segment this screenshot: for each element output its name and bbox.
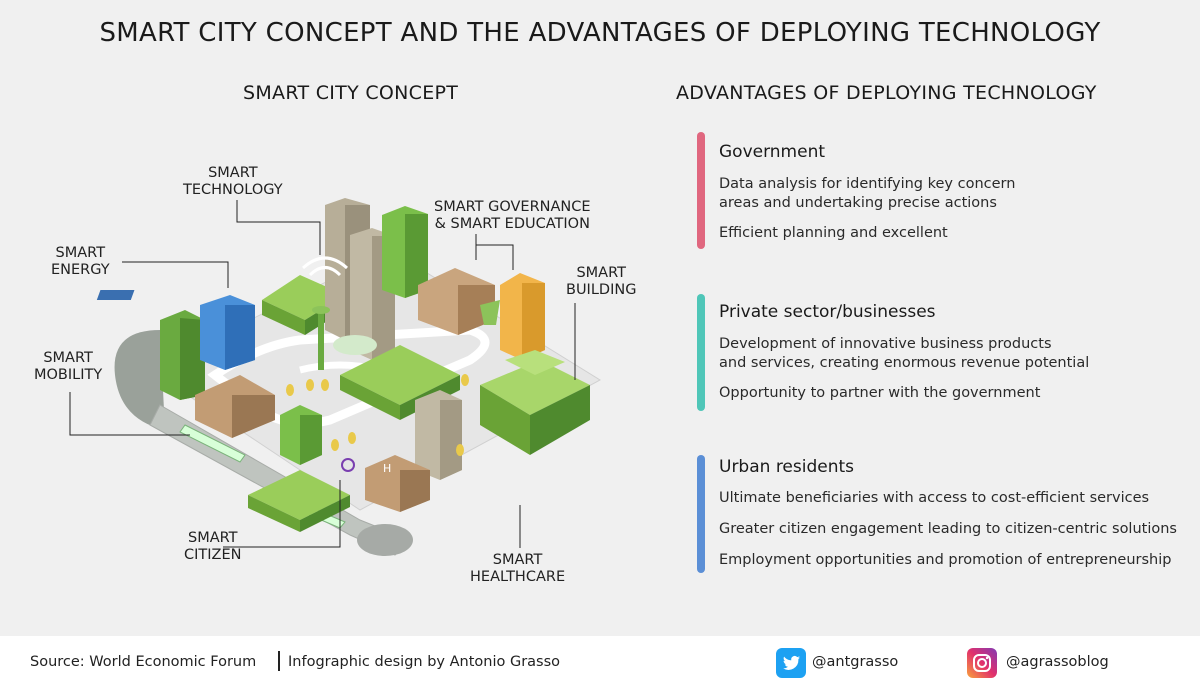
advantage-item: Opportunity to partner with the governme… (719, 385, 1041, 401)
advantage-item: Ultimate beneficiaries with access to co… (719, 490, 1150, 506)
advantages-title: ADVANTAGES OF DEPLOYING TECHNOLOGY (676, 82, 1097, 104)
advantage-group-urban-residents: Urban residents Ultimate beneficiaries w… (697, 455, 1187, 575)
advantage-heading: Urban residents (719, 457, 855, 477)
smart-city-concept-title: SMART CITY CONCEPT (243, 82, 459, 104)
government-color-bar (697, 132, 705, 249)
footer-divider (278, 651, 280, 671)
advantage-item: Employment opportunities and promotion o… (719, 552, 1172, 568)
private-sector-color-bar (697, 294, 705, 411)
source-text: Source: World Economic Forum (30, 654, 257, 670)
label-smart-governance-education: SMART GOVERNANCE & SMART EDUCATION (434, 199, 591, 232)
label-smart-technology: SMART TECHNOLOGY (183, 165, 283, 198)
label-smart-healthcare: SMART HEALTHCARE (470, 552, 566, 585)
instagram-handle[interactable]: @agrassoblog (1006, 654, 1109, 670)
advantage-item: Greater citizen engagement leading to ci… (719, 521, 1177, 537)
advantage-item: Development of innovative business produ… (719, 336, 1090, 371)
advantage-item: Efficient planning and excellent (719, 225, 948, 241)
urban-residents-color-bar (697, 455, 705, 573)
smart-city-illustration: H (69, 198, 601, 556)
label-smart-mobility: SMART MOBILITY (34, 350, 103, 383)
label-smart-building: SMART BUILDING (566, 265, 637, 298)
label-smart-energy: SMART ENERGY (51, 245, 110, 278)
advantage-heading: Private sector/businesses (719, 302, 936, 322)
advantage-group-private-sector: Private sector/businesses Development of… (697, 294, 1187, 414)
main-title: SMART CITY CONCEPT AND THE ADVANTAGES OF… (99, 18, 1101, 48)
instagram-camera-icon[interactable] (967, 648, 997, 678)
advantage-item: Data analysis for identifying key concer… (719, 176, 1016, 211)
label-smart-citizen: SMART CITIZEN (184, 530, 242, 563)
twitter-handle[interactable]: @antgrasso (812, 654, 899, 670)
advantage-group-government: Government Data analysis for identifying… (697, 132, 1187, 252)
twitter-bird-icon[interactable] (776, 648, 806, 678)
footer: Source: World Economic Forum Infographic… (0, 636, 1200, 687)
svg-text:H: H (383, 462, 391, 475)
advantage-heading: Government (719, 142, 826, 162)
design-credit-text: Infographic design by Antonio Grasso (288, 654, 561, 670)
